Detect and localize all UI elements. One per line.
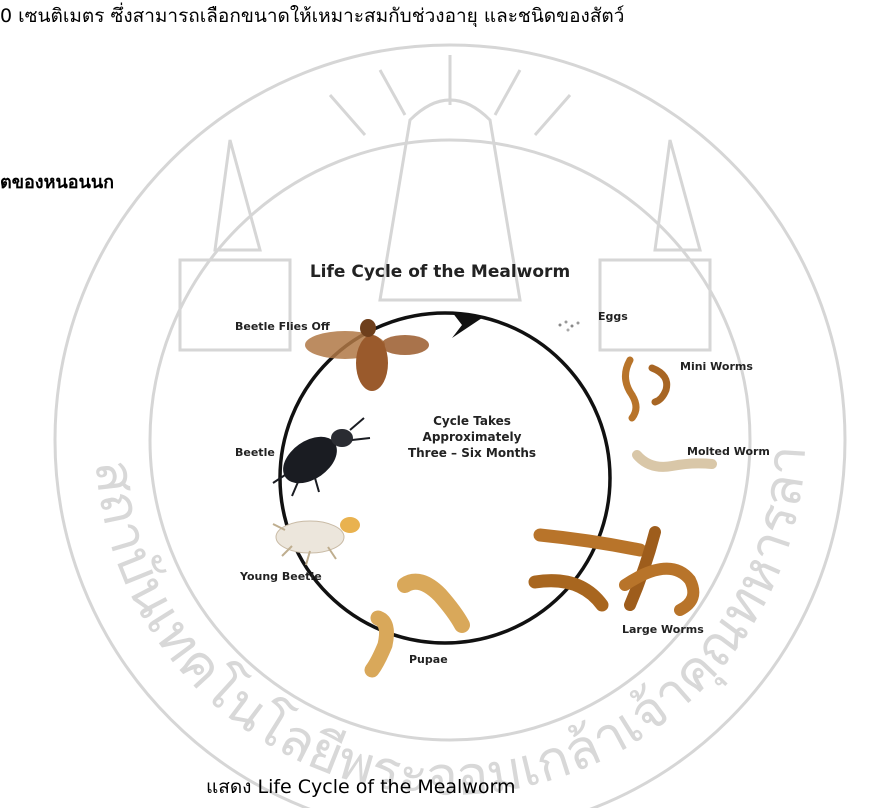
body-text-line: 0 เซนติเมตร ซึ่งสามารถเลือกขนาดให้เหมาะส… bbox=[0, 2, 881, 30]
mini-worm-2 bbox=[652, 368, 667, 402]
center-line-3: Three – Six Months bbox=[408, 446, 536, 460]
stage-label-beetle: Beetle bbox=[235, 446, 275, 459]
pupa-1 bbox=[405, 582, 462, 625]
stage-label-pupae: Pupae bbox=[409, 653, 448, 666]
seal-spires bbox=[215, 140, 700, 250]
mini-worm-1 bbox=[625, 360, 636, 418]
eggs-illustration bbox=[559, 321, 580, 332]
lifecycle-figure: Life Cycle of the Mealworm Cycle Takes A… bbox=[200, 250, 800, 680]
stage-label-molted-worm: Molted Worm bbox=[687, 445, 770, 458]
stage-label-mini-worms: Mini Worms bbox=[680, 360, 753, 373]
center-line-2: Approximately bbox=[423, 430, 522, 444]
figure-title: Life Cycle of the Mealworm bbox=[310, 262, 570, 282]
center-line-1: Cycle Takes bbox=[433, 414, 511, 428]
stage-label-large-worms: Large Worms bbox=[622, 623, 704, 636]
stage-label-young-beetle: Young Beetle bbox=[239, 570, 322, 583]
stage-label-beetle-flies-off: Beetle Flies Off bbox=[235, 320, 330, 333]
stage-label-eggs: Eggs bbox=[598, 310, 628, 323]
figure-caption: แสดง Life Cycle of the Mealworm bbox=[206, 772, 515, 802]
section-heading: ตของหนอนนก bbox=[0, 167, 114, 196]
